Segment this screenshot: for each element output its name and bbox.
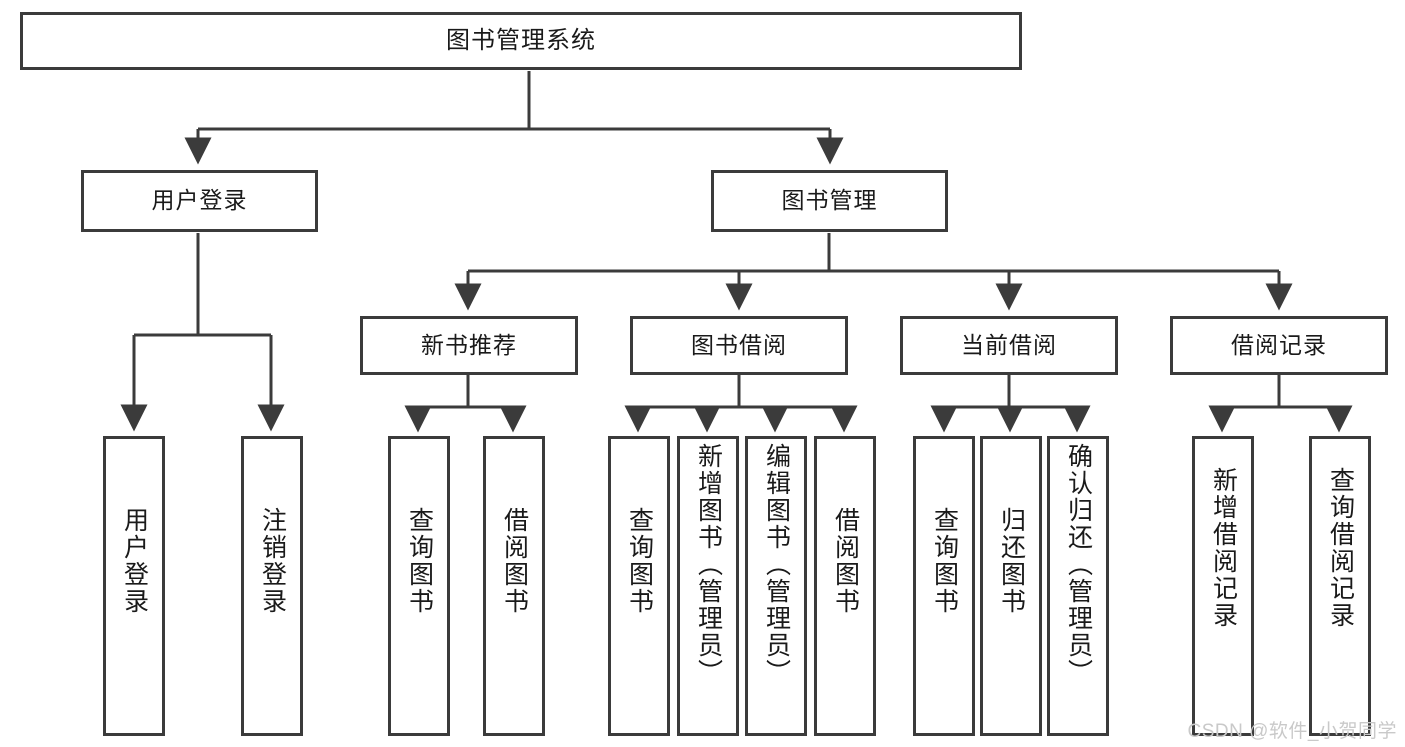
node-leaf-query-book-current-label: 查询图书 (930, 507, 959, 615)
node-leaf-add-record-label: 新增借阅记录 (1209, 467, 1238, 629)
node-leaf-return-book-label: 归还图书 (997, 507, 1026, 615)
node-leaf-return-book[interactable]: 归还图书 (980, 436, 1042, 736)
node-leaf-confirm-return-label: 确认归还（管理员） (1064, 443, 1093, 686)
node-root-label: 图书管理系统 (446, 26, 596, 54)
node-new-book-recommend[interactable]: 新书推荐 (360, 316, 578, 375)
node-current-borrow[interactable]: 当前借阅 (900, 316, 1118, 375)
node-leaf-add-record[interactable]: 新增借阅记录 (1192, 436, 1254, 736)
node-leaf-user-login-label: 用户登录 (120, 507, 149, 615)
node-leaf-confirm-return[interactable]: 确认归还（管理员） (1047, 436, 1109, 736)
node-leaf-user-logout[interactable]: 注销登录 (241, 436, 303, 736)
node-leaf-edit-book-label: 编辑图书（管理员） (762, 443, 791, 686)
node-book-borrow[interactable]: 图书借阅 (630, 316, 848, 375)
node-leaf-user-logout-label: 注销登录 (258, 507, 287, 615)
node-leaf-query-book-current[interactable]: 查询图书 (913, 436, 975, 736)
node-leaf-query-book-rec[interactable]: 查询图书 (388, 436, 450, 736)
node-leaf-add-book-label: 新增图书（管理员） (694, 443, 723, 686)
node-new-book-recommend-label: 新书推荐 (421, 331, 517, 358)
node-leaf-borrow-book-rec[interactable]: 借阅图书 (483, 436, 545, 736)
node-user-login-label: 用户登录 (151, 187, 248, 214)
node-borrow-record[interactable]: 借阅记录 (1170, 316, 1388, 375)
node-book-management-label: 图书管理 (781, 187, 878, 214)
node-leaf-add-book[interactable]: 新增图书（管理员） (677, 436, 739, 736)
node-leaf-user-login[interactable]: 用户登录 (103, 436, 165, 736)
node-leaf-query-record-label: 查询借阅记录 (1326, 467, 1355, 629)
node-book-management[interactable]: 图书管理 (711, 170, 948, 232)
node-borrow-record-label: 借阅记录 (1231, 331, 1327, 358)
node-leaf-borrow-book-rec-label: 借阅图书 (500, 507, 529, 615)
node-leaf-query-book-rec-label: 查询图书 (405, 507, 434, 615)
watermark-text: CSDN @软件_小贺同学 (1187, 721, 1397, 742)
node-leaf-borrow-book-label: 借阅图书 (831, 507, 860, 615)
node-user-login[interactable]: 用户登录 (81, 170, 318, 232)
node-leaf-edit-book[interactable]: 编辑图书（管理员） (745, 436, 807, 736)
node-root[interactable]: 图书管理系统 (20, 12, 1022, 70)
node-leaf-query-book-borrow-label: 查询图书 (625, 507, 654, 615)
node-leaf-query-book-borrow[interactable]: 查询图书 (608, 436, 670, 736)
node-leaf-query-record[interactable]: 查询借阅记录 (1309, 436, 1371, 736)
node-leaf-borrow-book[interactable]: 借阅图书 (814, 436, 876, 736)
node-current-borrow-label: 当前借阅 (961, 331, 1057, 358)
node-book-borrow-label: 图书借阅 (691, 331, 787, 358)
